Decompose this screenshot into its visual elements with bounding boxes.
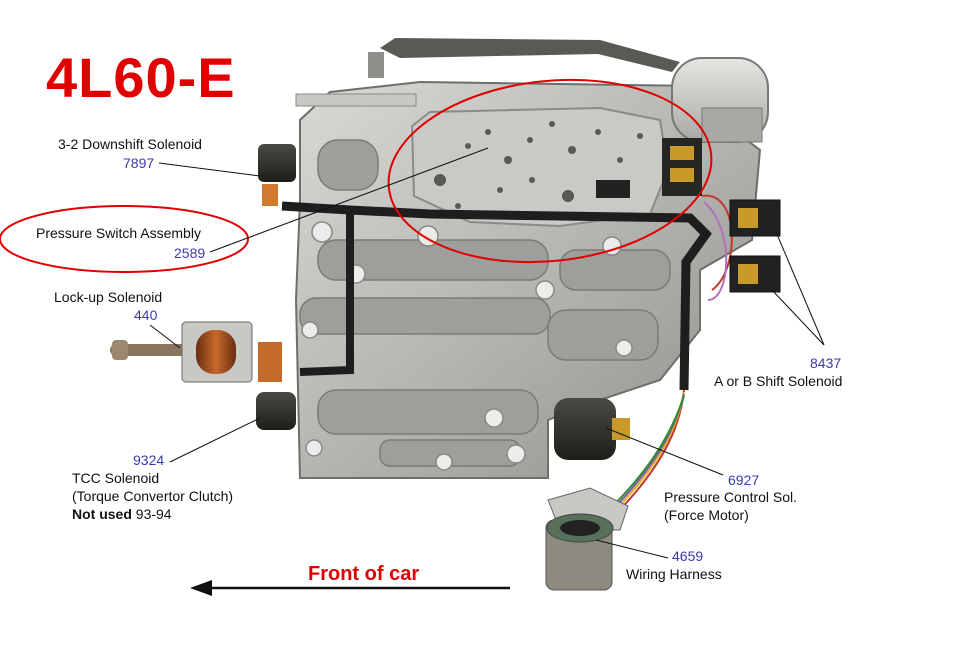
pressure-control-description: (Force Motor) — [664, 507, 749, 523]
wiring-harness-number: 4659 — [672, 548, 704, 564]
pressure-switch-number: 2589 — [174, 245, 206, 261]
downshift-solenoid-number: 7897 — [123, 155, 155, 171]
pressure-switch-label: Pressure Switch Assembly — [36, 225, 201, 241]
pressure-control-label: Pressure Control Sol. — [664, 489, 798, 505]
tcc-note-years: 93-94 — [135, 506, 172, 522]
wiring-harness-label: Wiring Harness — [626, 566, 722, 582]
pressure-control-number: 6927 — [728, 472, 760, 488]
diagram-title: 4L60-E — [46, 46, 236, 109]
tcc-solenoid-note: Not used 93-94 — [72, 506, 172, 522]
tcc-solenoid-label: TCC Solenoid — [72, 470, 160, 486]
shift-solenoid-number: 8437 — [810, 355, 842, 371]
tcc-solenoid-number: 9324 — [133, 452, 165, 468]
downshift-solenoid-label: 3-2 Downshift Solenoid — [58, 136, 202, 152]
front-of-car-label: Front of car — [308, 563, 420, 585]
shift-solenoid-label: A or B Shift Solenoid — [714, 373, 843, 389]
lockup-solenoid-number: 440 — [134, 307, 158, 323]
tcc-note-bold: Not used — [72, 506, 132, 522]
lockup-solenoid-label: Lock-up Solenoid — [54, 289, 163, 305]
tcc-solenoid-description: (Torque Convertor Clutch) — [72, 488, 234, 504]
